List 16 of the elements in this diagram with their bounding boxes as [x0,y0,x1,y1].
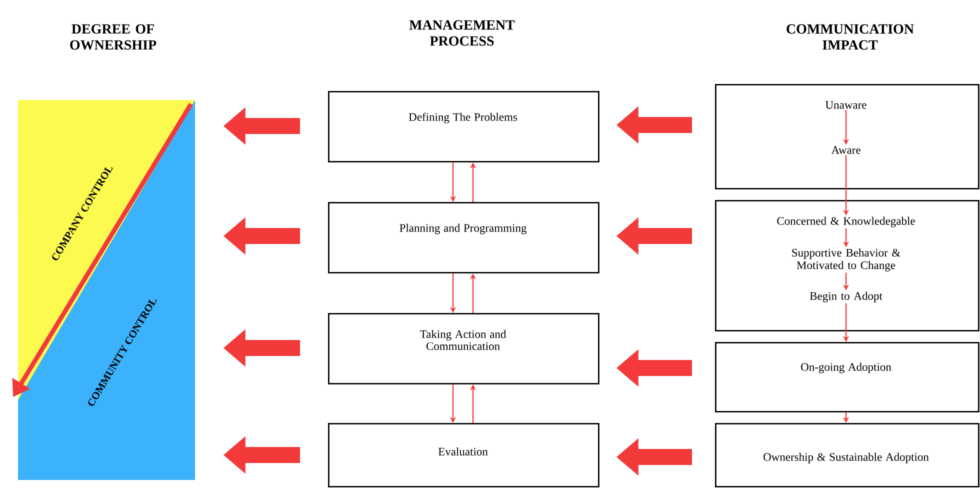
stage-box: Defining The Problems [328,91,600,162]
stage-text: Aware [831,146,860,154]
column-heading: DEGREE OF OWNERSHIP [70,24,156,50]
stage-group-box [715,200,980,332]
stage-text: Supportive Behavior & Motivated to Change [792,248,900,272]
stage-box: Planning and Programming [328,202,600,274]
stage-group-box [715,84,980,190]
stage-text: Concerned & Knowledegable [777,216,915,228]
stage-box: Ownership & Sustainable Adoption [715,423,980,488]
column-heading: MANAGEMENT PROCESS [409,20,515,46]
stage-text: Begin to Adopt [810,292,882,302]
stage-box: Taking Action and Communication [328,313,600,384]
stage-text: Unaware [825,101,866,109]
stage-box: Evaluation [328,423,600,488]
column-heading: COMMUNICATION IMPACT [786,24,914,50]
stage-box: On-going Adoption [715,342,980,412]
